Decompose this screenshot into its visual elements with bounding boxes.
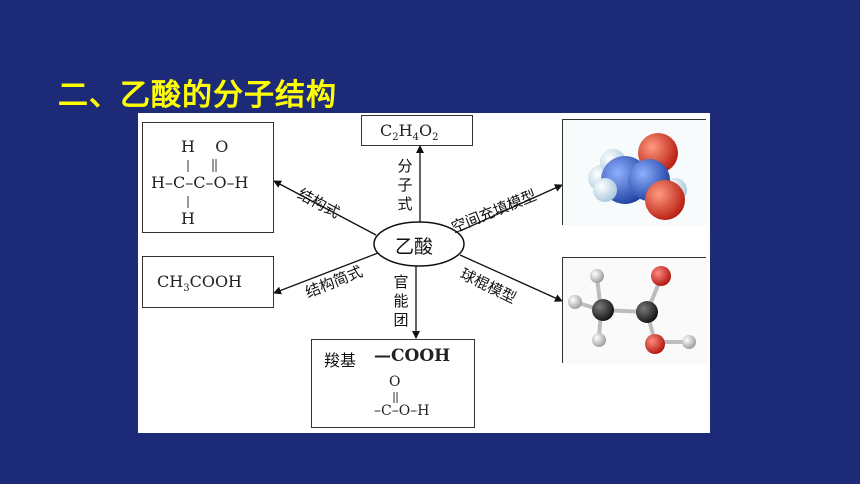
formula-box: C2H4O2 bbox=[361, 115, 473, 146]
carboxyl-name: 羧基 bbox=[324, 351, 357, 370]
structure-row-2: H–C–C–O–H bbox=[151, 173, 249, 192]
arrow-to-ball-stick bbox=[459, 254, 563, 302]
simplified-text: CH3COOH bbox=[157, 272, 243, 295]
space-filling-model-box bbox=[562, 119, 707, 226]
atom-h-top: H O bbox=[181, 137, 229, 156]
structural-bonds bbox=[187, 159, 217, 208]
carboxyl-row-1: O bbox=[389, 374, 401, 390]
center-label: 乙酸 bbox=[395, 236, 434, 258]
structural-formula-box: H O H–C–C–O–H H bbox=[142, 122, 274, 233]
ball-stick-model-box bbox=[562, 257, 707, 364]
formula-text: C2H4O2 bbox=[380, 121, 439, 144]
carboxyl-box: 羧基 —COOH O –C–O–H bbox=[311, 339, 475, 428]
structure-row-3: H bbox=[181, 209, 195, 228]
connector-arrows bbox=[273, 145, 563, 339]
carboxyl-bonds bbox=[393, 392, 398, 403]
space-filling-model-image bbox=[563, 120, 707, 226]
page-title: 二、乙酸的分子结构 bbox=[58, 78, 337, 113]
arrow-to-space-filling bbox=[459, 184, 563, 232]
carboxyl-group: —COOH bbox=[374, 346, 451, 366]
carboxyl-row-2: –C–O–H bbox=[374, 403, 430, 419]
arrow-to-simplified bbox=[273, 252, 379, 295]
label-molecular-formula: 分子式 bbox=[397, 157, 413, 213]
simplified-formula-box: CH3COOH bbox=[142, 256, 274, 308]
center-ellipse bbox=[373, 221, 465, 267]
ball-stick-model-image bbox=[563, 258, 707, 364]
label-functional-group: 官能团 bbox=[393, 273, 409, 329]
diagram-panel: 乙酸 C2H4O2 分子式 官能团 结构式 结构简式 空间充填模型 球棍模型 H… bbox=[138, 113, 710, 433]
arrow-to-structural bbox=[273, 180, 377, 236]
structure-row-1: H O bbox=[181, 137, 228, 156]
